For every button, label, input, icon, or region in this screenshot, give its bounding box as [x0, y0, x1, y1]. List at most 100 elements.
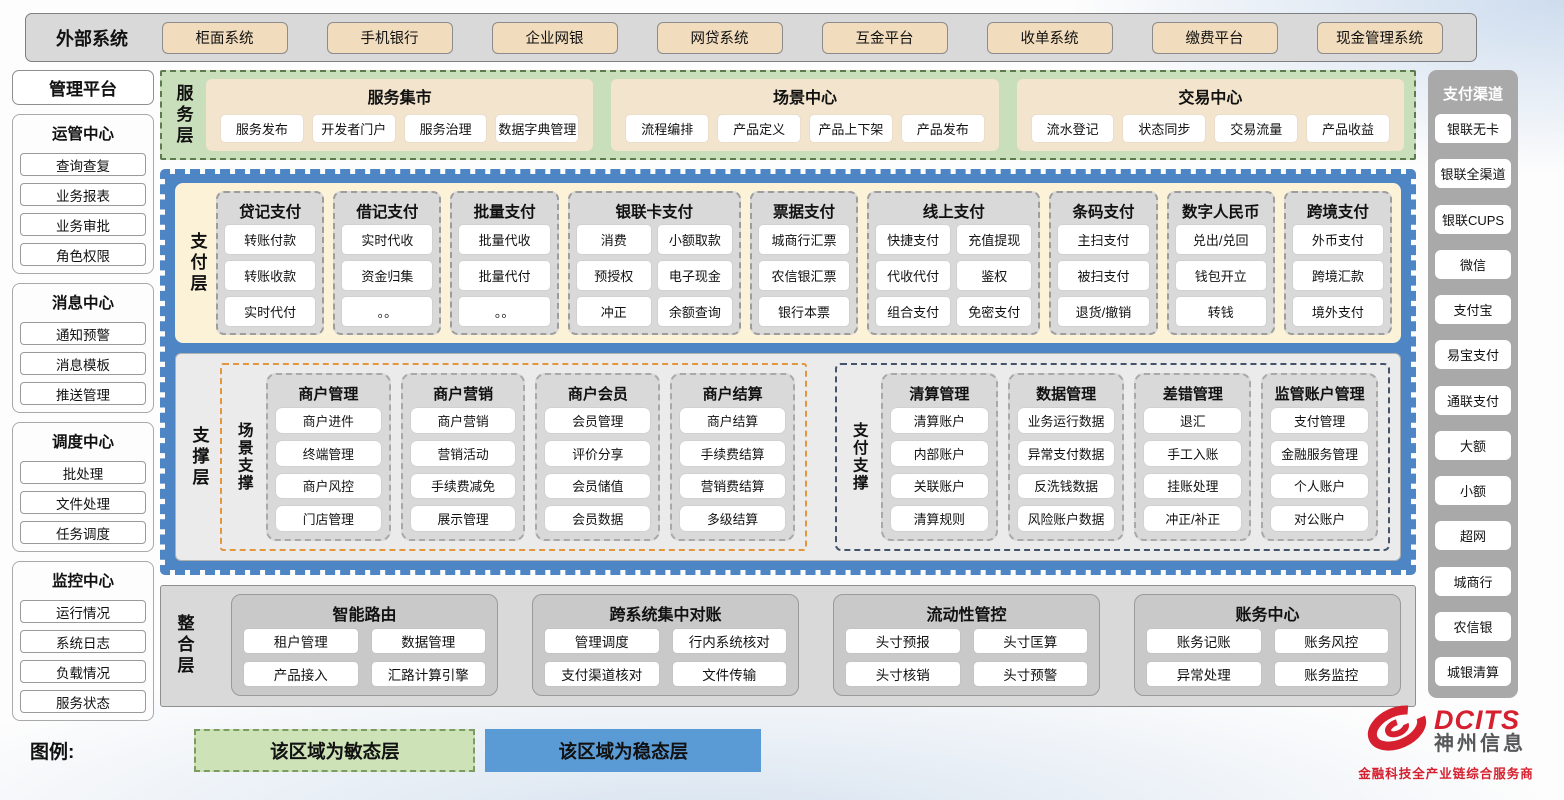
external-system-button[interactable]: 互金平台 [821, 21, 948, 54]
integration-item-button[interactable]: 账务记账 [1147, 629, 1261, 653]
support-item-button[interactable]: 评价分享 [545, 440, 651, 466]
support-item-button[interactable]: 终端管理 [276, 440, 381, 466]
support-item-button[interactable]: 金融服务管理 [1271, 440, 1368, 466]
payment-item-button[interactable]: 主扫支付 [1058, 225, 1149, 254]
payment-item-button[interactable]: 兑出/兑回 [1175, 225, 1266, 254]
support-item-button[interactable]: 业务运行数据 [1017, 408, 1115, 433]
service-item-button[interactable]: 流程编排 [626, 114, 709, 142]
payment-item-button[interactable]: 转账付款 [225, 225, 316, 254]
management-item-button[interactable]: 通知预警 [20, 322, 146, 345]
service-item-button[interactable]: 产品发布 [901, 114, 984, 142]
payment-item-button[interactable]: 批量代付 [459, 261, 550, 290]
service-item-button[interactable]: 产品上下架 [809, 114, 892, 142]
service-item-button[interactable]: 交易流量 [1215, 114, 1298, 142]
support-item-button[interactable]: 会员管理 [545, 408, 651, 433]
payment-item-button[interactable]: 代收代付 [876, 261, 951, 290]
payment-item-button[interactable]: 农信银汇票 [758, 261, 850, 290]
payment-item-button[interactable]: 。。 [342, 297, 433, 326]
payment-item-button[interactable]: 实时代收 [342, 225, 433, 254]
management-item-button[interactable]: 负载情况 [20, 660, 146, 683]
service-item-button[interactable]: 开发者门户 [312, 114, 395, 142]
support-item-button[interactable]: 手续费结算 [680, 440, 785, 466]
payment-item-button[interactable]: 钱包开立 [1175, 261, 1266, 290]
support-item-button[interactable]: 展示管理 [410, 506, 516, 531]
management-item-button[interactable]: 查询查复 [20, 153, 146, 176]
payment-channel-button[interactable]: 微信 [1435, 249, 1511, 279]
payment-item-button[interactable]: 冲正 [576, 297, 651, 326]
support-item-button[interactable]: 冲正/补正 [1144, 506, 1242, 531]
payment-item-button[interactable]: 城商行汇票 [758, 225, 850, 254]
payment-channel-button[interactable]: 城银清算 [1435, 657, 1511, 686]
service-item-button[interactable]: 服务治理 [404, 114, 487, 142]
service-item-button[interactable]: 流水登记 [1031, 114, 1114, 142]
payment-item-button[interactable]: 充值提现 [957, 225, 1032, 254]
support-item-button[interactable]: 会员储值 [545, 473, 651, 499]
support-item-button[interactable]: 会员数据 [545, 506, 651, 531]
management-item-button[interactable]: 运行情况 [20, 600, 146, 623]
integration-item-button[interactable]: 支付渠道核对 [545, 662, 659, 686]
payment-channel-button[interactable]: 小额 [1435, 476, 1511, 505]
management-item-button[interactable]: 业务审批 [20, 213, 146, 236]
integration-item-button[interactable]: 账务监控 [1274, 662, 1388, 686]
support-item-button[interactable]: 异常支付数据 [1017, 440, 1115, 466]
external-system-button[interactable]: 企业网银 [491, 21, 618, 54]
payment-channel-button[interactable]: 易宝支付 [1435, 340, 1511, 370]
payment-item-button[interactable]: 被扫支付 [1058, 261, 1149, 290]
service-item-button[interactable]: 服务发布 [221, 114, 303, 142]
external-system-button[interactable]: 现金管理系统 [1316, 21, 1443, 54]
payment-item-button[interactable]: 小额取款 [657, 225, 732, 254]
integration-item-button[interactable]: 数据管理 [371, 629, 485, 653]
payment-channel-button[interactable]: 支付宝 [1435, 295, 1511, 324]
external-system-button[interactable]: 手机银行 [326, 21, 453, 54]
integration-item-button[interactable]: 租户管理 [244, 629, 358, 653]
support-item-button[interactable]: 清算账户 [890, 408, 988, 433]
payment-item-button[interactable]: 余额查询 [657, 297, 732, 326]
support-item-button[interactable]: 营销活动 [410, 440, 516, 466]
management-item-button[interactable]: 系统日志 [20, 630, 146, 653]
payment-channel-button[interactable]: 银联无卡 [1435, 114, 1511, 143]
support-item-button[interactable]: 个人账户 [1271, 473, 1368, 499]
support-item-button[interactable]: 退汇 [1144, 408, 1242, 433]
support-item-button[interactable]: 反洗钱数据 [1017, 473, 1115, 499]
external-system-button[interactable]: 网贷系统 [656, 21, 783, 54]
payment-channel-button[interactable]: 大额 [1435, 430, 1511, 460]
support-item-button[interactable]: 商户进件 [276, 408, 381, 433]
management-item-button[interactable]: 批处理 [20, 461, 146, 484]
management-item-button[interactable]: 业务报表 [20, 183, 146, 206]
payment-item-button[interactable]: 退货/撤销 [1058, 297, 1149, 326]
support-item-button[interactable]: 关联账户 [890, 473, 988, 499]
management-item-button[interactable]: 文件处理 [20, 491, 146, 514]
payment-item-button[interactable]: 转账收款 [225, 261, 316, 290]
payment-item-button[interactable]: 消费 [576, 225, 651, 254]
payment-item-button[interactable]: 快捷支付 [876, 225, 951, 254]
external-system-button[interactable]: 柜面系统 [161, 21, 288, 54]
payment-channel-button[interactable]: 超网 [1435, 521, 1511, 551]
support-item-button[interactable]: 门店管理 [276, 506, 381, 531]
support-item-button[interactable]: 清算规则 [890, 506, 988, 531]
payment-channel-button[interactable]: 通联支付 [1435, 385, 1511, 415]
payment-item-button[interactable]: 银行本票 [758, 297, 850, 326]
service-item-button[interactable]: 产品收益 [1307, 114, 1389, 142]
integration-item-button[interactable]: 产品接入 [244, 662, 358, 686]
support-item-button[interactable]: 对公账户 [1271, 506, 1368, 531]
integration-item-button[interactable]: 头寸匡算 [973, 629, 1087, 653]
external-system-button[interactable]: 缴费平台 [1151, 21, 1278, 54]
service-item-button[interactable]: 状态同步 [1123, 114, 1206, 142]
integration-item-button[interactable]: 头寸核销 [846, 662, 960, 686]
support-item-button[interactable]: 手续费减免 [410, 473, 516, 499]
payment-channel-button[interactable]: 城商行 [1435, 566, 1511, 596]
service-item-button[interactable]: 产品定义 [718, 114, 800, 142]
management-item-button[interactable]: 推送管理 [20, 382, 146, 405]
payment-item-button[interactable]: 资金归集 [342, 261, 433, 290]
payment-item-button[interactable]: 跨境汇款 [1292, 261, 1384, 290]
support-item-button[interactable]: 多级结算 [680, 506, 785, 531]
support-item-button[interactable]: 挂账处理 [1144, 473, 1242, 499]
payment-item-button[interactable]: 外币支付 [1292, 225, 1384, 254]
payment-item-button[interactable]: 转钱 [1175, 297, 1266, 326]
integration-item-button[interactable]: 账务风控 [1274, 629, 1388, 653]
integration-item-button[interactable]: 头寸预报 [846, 629, 960, 653]
payment-item-button[interactable]: 境外支付 [1292, 297, 1384, 326]
support-item-button[interactable]: 风险账户数据 [1017, 506, 1115, 531]
integration-item-button[interactable]: 头寸预警 [973, 662, 1087, 686]
integration-item-button[interactable]: 行内系统核对 [672, 629, 786, 653]
